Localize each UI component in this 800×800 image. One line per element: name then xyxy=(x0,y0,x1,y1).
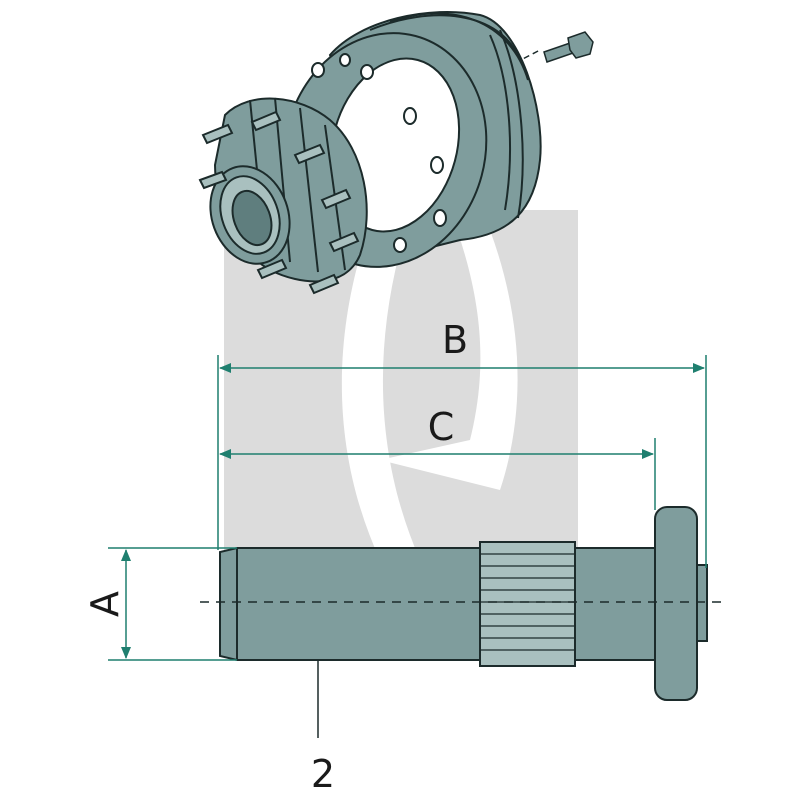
dimension-lines xyxy=(108,355,707,661)
dimension-a-label: A xyxy=(83,591,127,617)
dimension-b-label: B xyxy=(442,318,468,362)
small-screw-icon xyxy=(514,31,594,64)
item-number-label: 2 xyxy=(311,752,335,796)
wheel-hub-assembly-icon xyxy=(198,11,542,295)
brand-watermark-logo xyxy=(224,210,578,560)
dimension-c-label: C xyxy=(428,405,455,449)
wheel-bolt-icon xyxy=(200,506,722,738)
